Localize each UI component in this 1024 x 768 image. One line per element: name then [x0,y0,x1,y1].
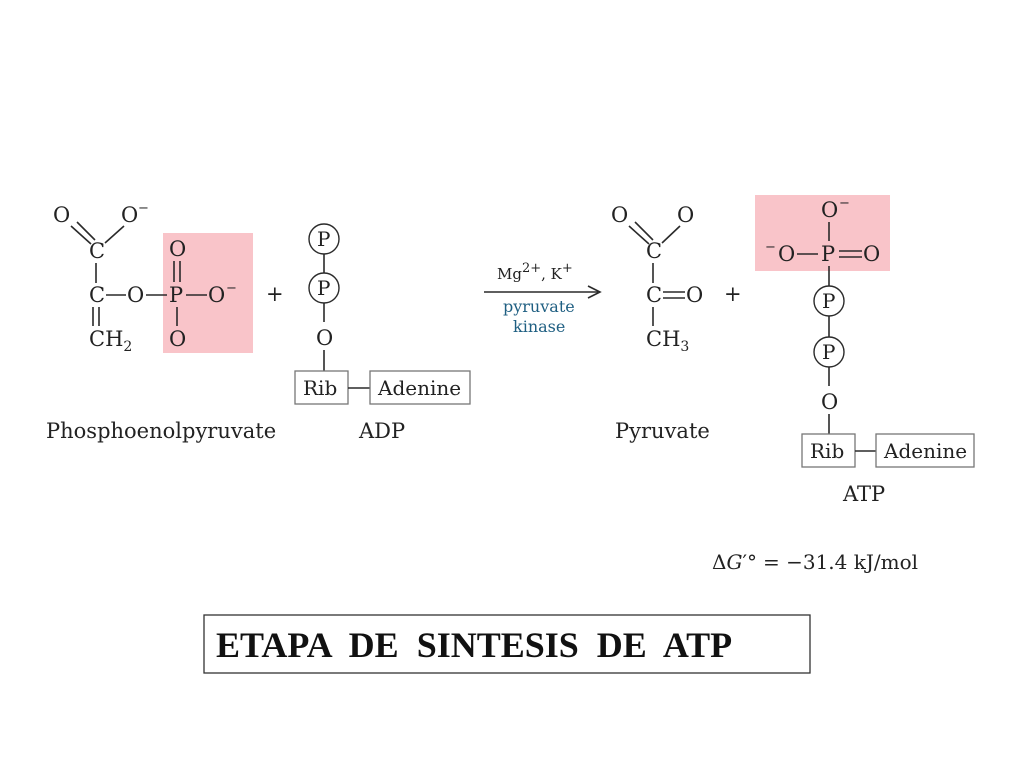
atp-adenine-box [875,433,975,468]
pep-phosphate-charge: − [226,281,237,296]
adp-structure: P P O Rib Adenine [294,223,471,405]
cofactor-ions: Mg2+, K+ [497,261,573,283]
adp-ribose-label: Rib [303,376,337,400]
pep-carboxyl-o-double: O [53,203,70,227]
atp-phosphate-highlight [755,195,890,271]
plus-sign-2: + [724,282,742,306]
pep-co-single-bond [104,225,125,244]
pep-label: Phosphoenolpyruvate [46,419,276,443]
atp-gamma-o-right: O [863,242,880,266]
pep-carboxyl-carbon: C [89,239,105,263]
atp-gamma-phosphorus: P [821,242,835,266]
pyr-co-double-bond-b [634,221,654,241]
pep-phosphate-o-bottom: O [169,327,186,351]
atp-gamma-o-top: O [821,198,838,222]
atp-gamma-o-top-charge: − [839,196,850,211]
caption-box [203,614,811,674]
pyr-co-single-bond [661,225,681,244]
pep-phosphorus: P [169,283,183,307]
atp-label: ATP [842,482,885,506]
atp-structure: O − − O P O P P O Rib Adenine [755,195,975,468]
adp-phosphate-1-label: P [317,227,330,251]
atp-phosphate-alpha-label: P [822,340,835,364]
pep-methylene: CH2 [89,327,132,355]
adp-phosphate-2-label: P [317,276,330,300]
atp-gamma-o-left: O [778,242,795,266]
arrow-head [587,285,602,299]
enzyme-name-line1: pyruvate [503,297,575,316]
caption-text: ETAPA DE SINTESIS DE ATP [216,625,732,665]
pyruvate-structure: O O C C O CH3 [611,203,703,355]
pyruvate-label: Pyruvate [615,419,710,443]
plus-sign-1: + [266,282,284,306]
pep-carboxyl-o-single: O [121,203,138,227]
pyr-co-double-bond-a [628,225,650,245]
free-energy-change: ΔG′°= −31.4 kJ/mol [712,550,918,574]
pyr-carboxyl-carbon: C [646,239,662,263]
atp-phosphate-beta-label: P [822,289,835,313]
pep-enol-carbon: C [89,283,105,307]
atp-ribose-label: Rib [810,439,844,463]
atp-bridge-oxygen: O [821,390,838,414]
pep-phosphate-o-top: O [169,237,186,261]
adp-label: ADP [358,419,405,443]
enzyme-name-line2: kinase [513,317,565,336]
pep-bridge-oxygen: O [127,283,144,307]
adp-bridge-oxygen: O [316,326,333,350]
pyr-methyl: CH3 [646,327,689,355]
pyr-carboxyl-o-single: O [677,203,694,227]
reaction-arrow: Mg2+, K+ pyruvate kinase [484,261,602,336]
pep-phosphate-highlight [163,233,253,353]
pyr-carboxyl-o-double: O [611,203,628,227]
phosphoenolpyruvate-structure: O O − C C O P O − O O CH2 [53,201,253,355]
pep-co-double-bond-b [76,221,96,241]
pep-co-double-bond-a [70,225,92,245]
adp-adenine-box [369,370,471,405]
pep-carboxyl-charge: − [138,201,149,216]
adp-adenine-label: Adenine [377,376,461,400]
pyr-keto-oxygen: O [686,283,703,307]
pyr-keto-carbon: C [646,283,662,307]
atp-adenine-label: Adenine [883,439,967,463]
pep-phosphate-o-right: O [208,283,225,307]
atp-gamma-o-left-charge: − [765,240,776,255]
